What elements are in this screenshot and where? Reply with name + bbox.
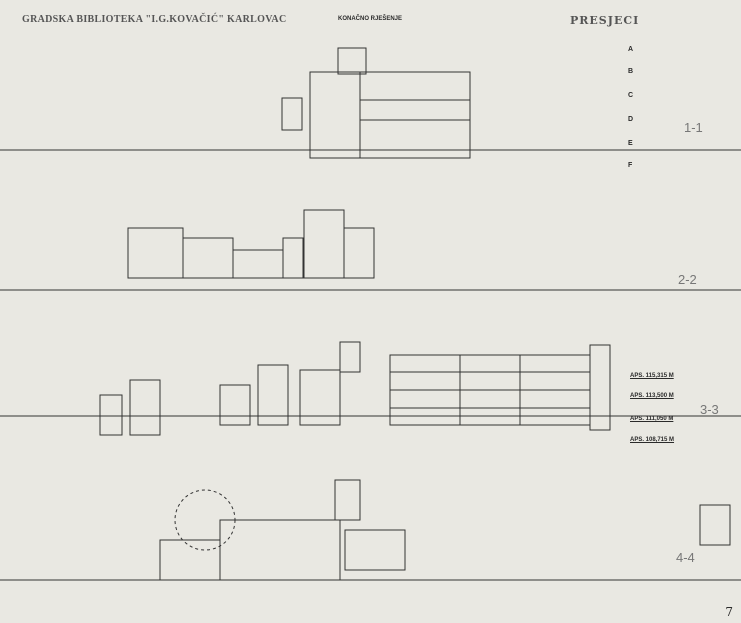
legend-e: E [628, 140, 633, 147]
section-1-1-drawing [0, 47, 741, 159]
elevation-label: APS. 113,500 M [630, 393, 674, 399]
section-label-3: 3-3 [700, 402, 719, 417]
drawing-subtitle: KONAČNO RJEŠENJE [338, 16, 403, 22]
section-label-1: 1-1 [684, 120, 703, 135]
legend-f: F [628, 162, 633, 169]
legend-d: D [628, 116, 634, 123]
section-4-4-drawing [0, 479, 741, 581]
drawing-title: GRADSKA BIBLIOTEKA "I.G.KOVAČIĆ" KARLOVA… [22, 14, 287, 25]
section-3-3-drawing [0, 341, 741, 436]
section-label-4: 4-4 [676, 550, 695, 565]
page-number: 7 [725, 605, 733, 619]
sheet-title: PRESJECI [570, 14, 640, 27]
elevation-label: APS. 115,315 M [630, 373, 674, 379]
elevation-label: APS. 111,050 M [630, 416, 674, 422]
section-label-2: 2-2 [678, 272, 697, 287]
legend-b: B [628, 68, 634, 75]
legend-a: A [628, 46, 634, 53]
elevation-label: APS. 108,715 M [630, 437, 675, 443]
legend-c: C [628, 92, 634, 99]
section-2-2-drawing [0, 209, 741, 291]
